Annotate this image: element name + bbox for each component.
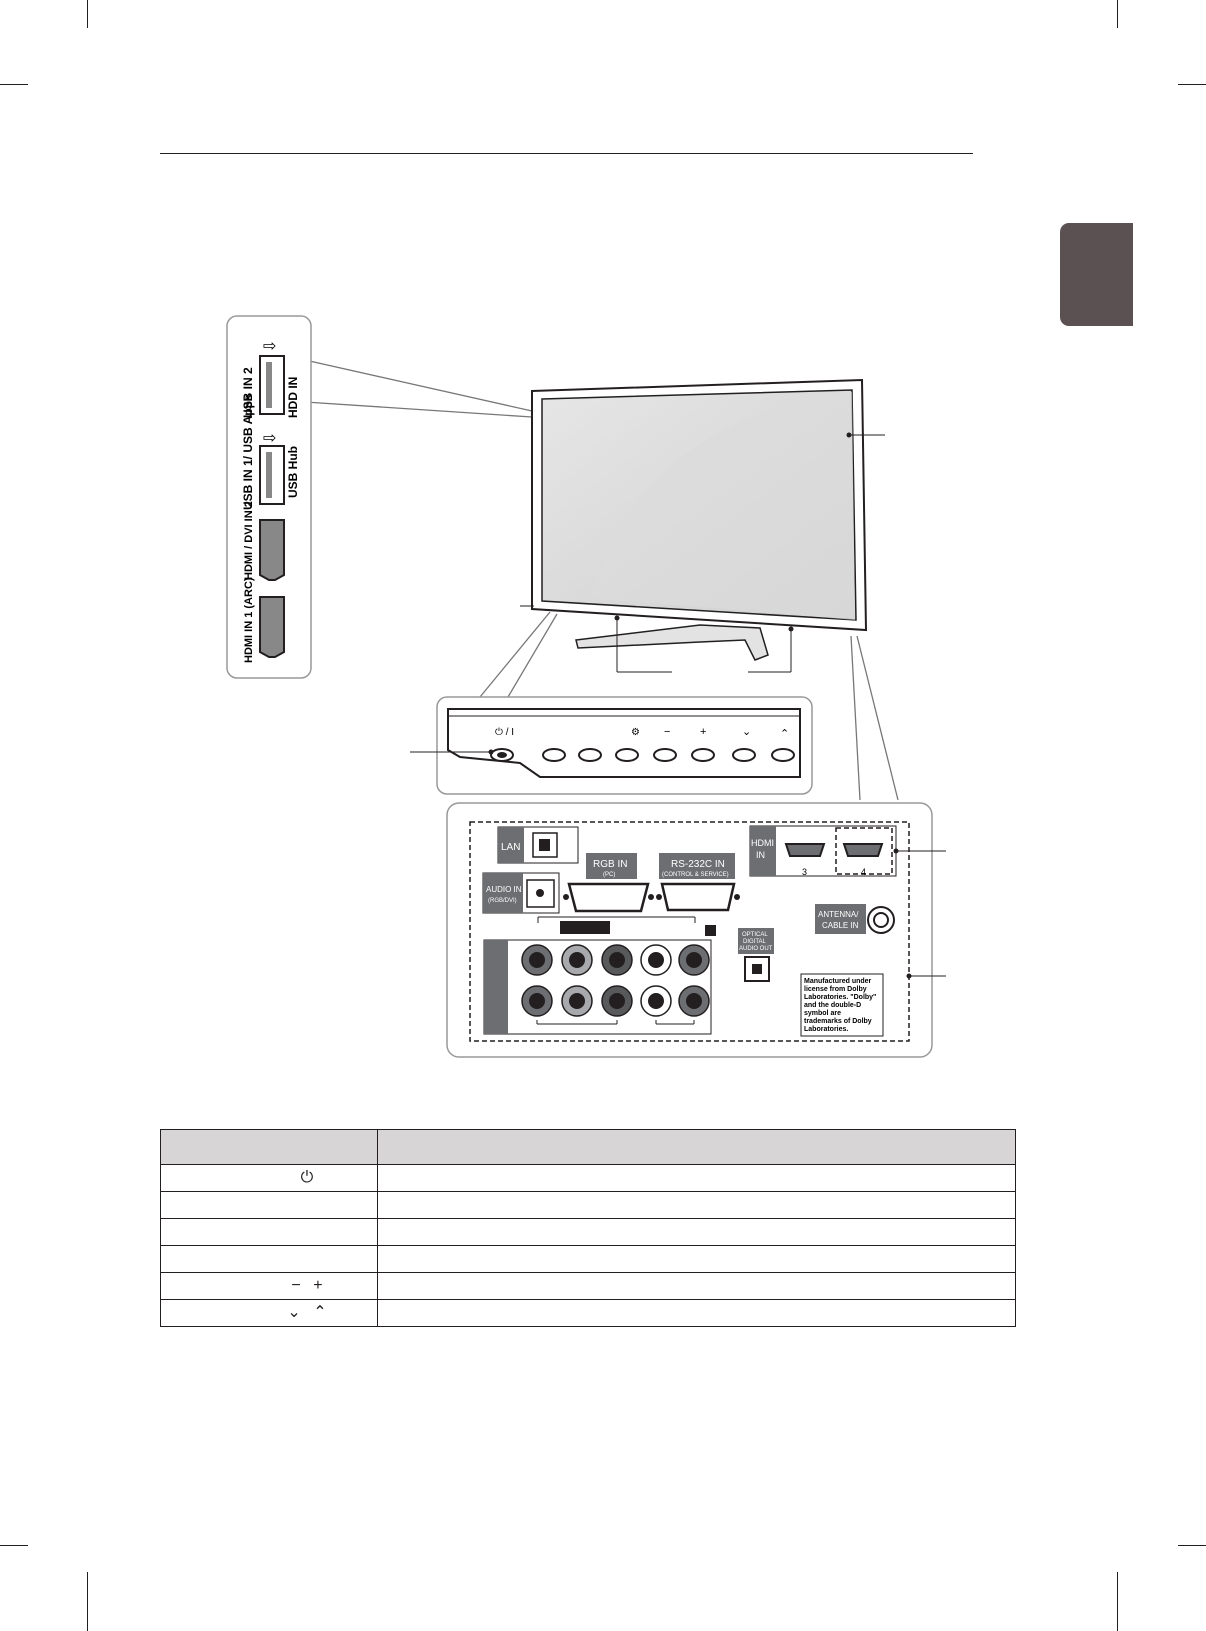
table-row bbox=[160, 1191, 1016, 1219]
table-cell bbox=[160, 1245, 378, 1273]
optical-label-2: DIGITAL bbox=[743, 939, 767, 945]
power-icon: ⏻ bbox=[300, 1169, 318, 1187]
table-row: ⌄ ⌃ bbox=[160, 1299, 1016, 1327]
usb2-label: USB IN 2 bbox=[241, 367, 255, 418]
rca-jacks bbox=[521, 944, 710, 1017]
table-cell: ⏻ bbox=[160, 1164, 378, 1192]
table-cell bbox=[160, 1191, 378, 1219]
crop-mark bbox=[87, 0, 88, 28]
rs232-sub-label: (CONTROL & SERVICE) bbox=[662, 872, 729, 878]
hdmi3-number: 3 bbox=[802, 867, 807, 877]
usb2-sub-label: HDD IN bbox=[286, 377, 300, 418]
table-cell bbox=[377, 1272, 1016, 1300]
table-cell: − + bbox=[160, 1272, 378, 1300]
dolby-line-1: Manufactured under bbox=[804, 978, 872, 985]
crop-mark bbox=[1117, 1572, 1118, 1631]
dolby-line-7: Laboratories. bbox=[804, 1026, 848, 1033]
antenna-label: ANTENNA/ bbox=[818, 910, 859, 919]
hdmi2-port bbox=[259, 519, 285, 581]
table-cell bbox=[377, 1299, 1016, 1327]
crop-mark bbox=[87, 1572, 88, 1631]
crop-mark bbox=[0, 84, 28, 85]
rs232-label: RS-232C IN bbox=[671, 859, 725, 870]
button bbox=[542, 748, 566, 762]
rgb-port bbox=[567, 882, 650, 913]
usb1-sub-label: USB Hub bbox=[286, 446, 300, 498]
crop-mark bbox=[1117, 0, 1118, 28]
dolby-line-3: Laboratories. "Dolby" bbox=[804, 994, 876, 1001]
controls-table: ⏻ − + ⌄ ⌃ bbox=[160, 1129, 1016, 1327]
down-up-icon: ⌄ ⌃ bbox=[287, 1304, 331, 1322]
table-cell: ⌄ ⌃ bbox=[160, 1299, 378, 1327]
hdmi1-label: HDMI IN 1 (ARC) bbox=[243, 577, 255, 663]
rs232-port bbox=[660, 882, 736, 912]
usb1-icon: ⇨ bbox=[263, 430, 276, 447]
hdmi3-port bbox=[784, 843, 826, 857]
audio-in-label: AUDIO IN bbox=[486, 885, 522, 894]
rear-connector-panel: LAN AUDIO IN (RGB/DVI) RGB IN (PC) RS-23… bbox=[446, 802, 946, 1058]
chapter-tab bbox=[1060, 223, 1133, 326]
plus-symbol: + bbox=[700, 726, 706, 738]
hdmi4-number: 4 bbox=[861, 867, 866, 877]
hdmi4-port bbox=[842, 843, 884, 857]
minus-button bbox=[653, 748, 677, 762]
usb1-label: USB IN 1/ USB Apps bbox=[241, 394, 255, 510]
hdmi-label: HDMI bbox=[751, 838, 774, 848]
audio-in-sub-label: (RGB/DVI) bbox=[488, 898, 517, 904]
crop-mark bbox=[0, 1545, 28, 1546]
table-cell bbox=[160, 1218, 378, 1246]
cable-in-label: CABLE IN bbox=[822, 921, 859, 930]
plus-button bbox=[691, 748, 715, 762]
rgb-sub-label: (PC) bbox=[603, 872, 615, 878]
down-button bbox=[732, 748, 756, 762]
power-symbol: ⏻ / I bbox=[495, 727, 514, 738]
up-symbol: ⌃ bbox=[780, 728, 789, 740]
tv-diagram: USB IN 2 HDD IN USB IN 1/ USB Apps USB H… bbox=[226, 315, 946, 1058]
optical-label-1: OPTICAL bbox=[742, 932, 768, 938]
settings-button bbox=[615, 748, 639, 762]
crop-mark bbox=[1178, 1545, 1206, 1546]
hdmi2-label: HDMI / DVI IN 2 bbox=[243, 501, 255, 580]
dolby-line-4: and the double-D bbox=[804, 1002, 861, 1009]
down-symbol: ⌄ bbox=[742, 726, 751, 738]
up-button bbox=[771, 748, 795, 762]
lan-label: LAN bbox=[501, 842, 520, 853]
dolby-line-2: license from Dolby bbox=[804, 986, 867, 993]
optical-label-3: AUDIO OUT bbox=[739, 946, 773, 952]
table-cell bbox=[377, 1191, 1016, 1219]
table-cell bbox=[377, 1164, 1016, 1192]
header-rule bbox=[160, 153, 973, 154]
settings-symbol: ⚙ bbox=[631, 727, 640, 738]
table-row bbox=[160, 1218, 1016, 1246]
side-connector-panel: USB IN 2 HDD IN USB IN 1/ USB Apps USB H… bbox=[226, 315, 312, 679]
table-header-row bbox=[160, 1129, 1016, 1165]
crop-mark bbox=[1178, 84, 1206, 85]
table-cell bbox=[377, 1245, 1016, 1273]
table-header-cell bbox=[377, 1129, 1016, 1165]
table-row: − + bbox=[160, 1272, 1016, 1300]
dolby-line-5: symbol are bbox=[804, 1010, 841, 1017]
hdmi-in-label: IN bbox=[756, 850, 765, 860]
minus-symbol: − bbox=[664, 726, 670, 738]
usb2-icon: ⇨ bbox=[263, 338, 276, 355]
front-buttons-strip: ⏻ / I ⚙ − + ⌄ ⌃ bbox=[410, 696, 813, 795]
hdmi1-port bbox=[259, 596, 285, 658]
rgb-label: RGB IN bbox=[593, 859, 627, 870]
minus-plus-icon: − + bbox=[291, 1277, 327, 1295]
audio-in-port bbox=[526, 879, 555, 908]
tv-set bbox=[520, 378, 885, 673]
table-cell bbox=[377, 1218, 1016, 1246]
table-row bbox=[160, 1245, 1016, 1273]
button bbox=[578, 748, 602, 762]
dolby-line-6: trademarks of Dolby bbox=[804, 1018, 872, 1025]
table-row: ⏻ bbox=[160, 1164, 1016, 1192]
table-header-cell bbox=[160, 1129, 378, 1165]
